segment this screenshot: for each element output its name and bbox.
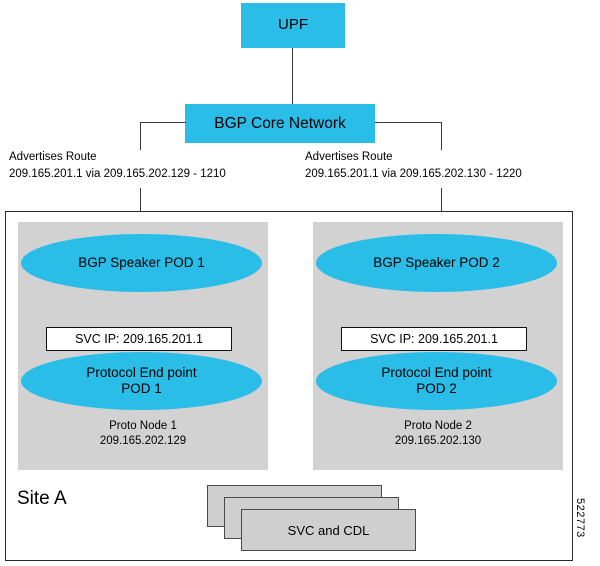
- protocol-endpoint-pod-2-line1: Protocol End point: [381, 364, 492, 380]
- protocol-endpoint-pod-1-line1: Protocol End point: [86, 364, 197, 380]
- svc-ip-box-pod-1: SVC IP: 209.165.201.1: [46, 327, 232, 351]
- proto-node-caption-2: Proto Node 2 209.165.202.130: [313, 419, 563, 449]
- bgp-speaker-pod-2: BGP Speaker POD 2: [316, 234, 557, 292]
- protocol-endpoint-pod-1-line2: POD 1: [121, 381, 162, 396]
- link-upf-to-core: [292, 48, 293, 104]
- svc-ip-box-pod-2-label: SVC IP: 209.165.201.1: [370, 332, 498, 346]
- site-a-label: Site A: [17, 488, 67, 509]
- link-core-right-horizontal: [375, 122, 441, 123]
- figure-number: 522773: [574, 498, 586, 538]
- bgp-speaker-pod-1: BGP Speaker POD 1: [21, 234, 262, 292]
- bgp-speaker-pod-1-label: BGP Speaker POD 1: [78, 254, 205, 270]
- node-bgp-core-network-label: BGP Core Network: [214, 114, 346, 132]
- svc-ip-box-pod-2: SVC IP: 209.165.201.1: [341, 327, 527, 351]
- annotation-pod2-line2: 209.165.201.1 via 209.165.202.130 - 1220: [305, 167, 522, 180]
- protocol-endpoint-pod-2-line2: POD 2: [416, 381, 457, 396]
- protocol-endpoint-pod-1-label: Protocol End point POD 1: [86, 365, 196, 397]
- svc-cdl-stack-label: SVC and CDL: [287, 522, 370, 538]
- annotation-pod1-line2: 209.165.201.1 via 209.165.202.129 - 1210: [9, 167, 226, 180]
- link-core-left-horizontal: [140, 122, 186, 123]
- bgp-speaker-pod-2-label: BGP Speaker POD 2: [373, 254, 500, 270]
- protocol-endpoint-pod-1: Protocol End point POD 1: [21, 352, 262, 410]
- annotation-pod1-line1: Advertises Route: [9, 151, 97, 163]
- annotation-advertises-route-pod1: Advertises Route 209.165.201.1 via 209.1…: [9, 149, 226, 182]
- node-upf: UPF: [241, 3, 345, 48]
- link-core-right-vertical-upper: [441, 122, 442, 150]
- protocol-endpoint-pod-2-label: Protocol End point POD 2: [381, 365, 491, 397]
- proto-node-caption-2-line2: 209.165.202.130: [394, 434, 482, 447]
- proto-node-caption-1-line2: 209.165.202.129: [99, 434, 187, 447]
- annotation-pod2-line1: Advertises Route: [305, 151, 393, 163]
- annotation-advertises-route-pod2: Advertises Route 209.165.201.1 via 209.1…: [305, 149, 522, 182]
- proto-node-caption-1-line1: Proto Node 1: [109, 420, 177, 432]
- proto-node-caption-2-line1: Proto Node 2: [404, 420, 472, 432]
- node-bgp-core-network: BGP Core Network: [185, 104, 375, 143]
- svc-ip-box-pod-1-label: SVC IP: 209.165.201.1: [75, 332, 203, 346]
- proto-node-caption-1: Proto Node 1 209.165.202.129: [18, 419, 268, 449]
- svc-cdl-stack-front: SVC and CDL: [241, 509, 416, 551]
- link-core-left-vertical-upper: [140, 122, 141, 150]
- node-upf-label: UPF: [278, 16, 308, 34]
- protocol-endpoint-pod-2: Protocol End point POD 2: [316, 352, 557, 410]
